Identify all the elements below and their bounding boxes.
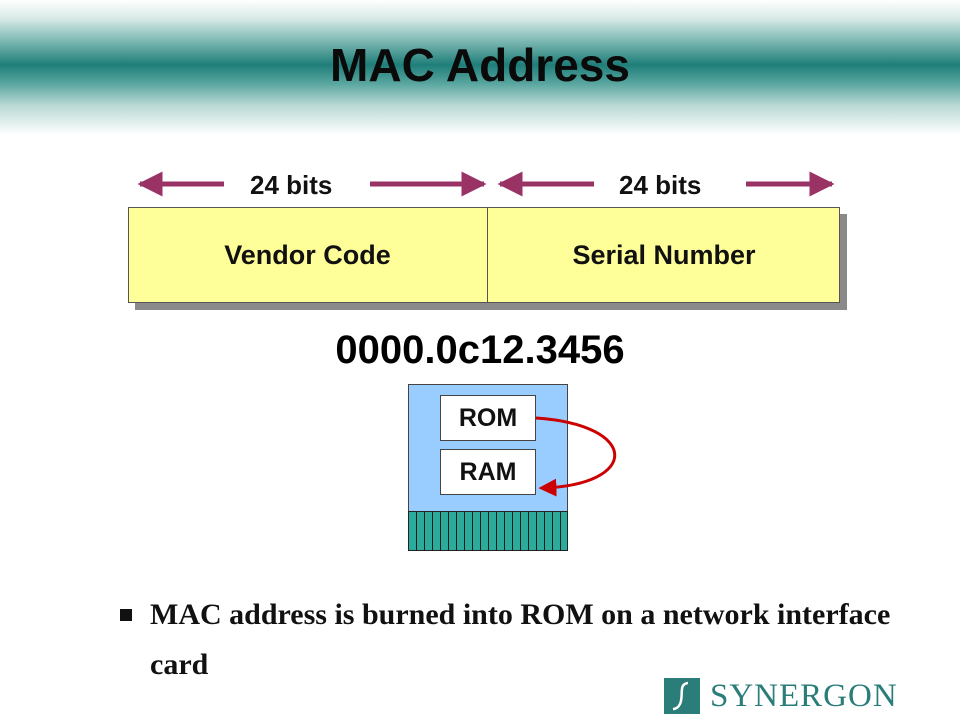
logo-text: SYNERGON <box>710 677 898 714</box>
ram-chip: RAM <box>440 449 536 495</box>
address-box-divider <box>487 207 488 303</box>
rom-chip: ROM <box>440 395 536 441</box>
left-bits-label: 24 bits <box>250 170 333 200</box>
copy-arrow-path <box>535 416 617 497</box>
synergon-logo: SYNERGON <box>664 676 898 716</box>
serial-number-label: Serial Number <box>572 240 756 270</box>
vendor-code-label: Vendor Code <box>224 240 391 270</box>
swash-icon <box>664 678 700 714</box>
card-edge-connector <box>408 511 568 551</box>
slide-title: MAC Address <box>330 39 630 91</box>
right-bits-label: 24 bits <box>619 170 702 200</box>
mac-address-example: 0000.0c12.3456 <box>335 328 625 372</box>
bullet-text: MAC address is burned into ROM on a netw… <box>150 598 891 681</box>
header-band <box>0 0 960 135</box>
address-box <box>128 207 840 303</box>
bullet-square-icon <box>120 609 132 621</box>
